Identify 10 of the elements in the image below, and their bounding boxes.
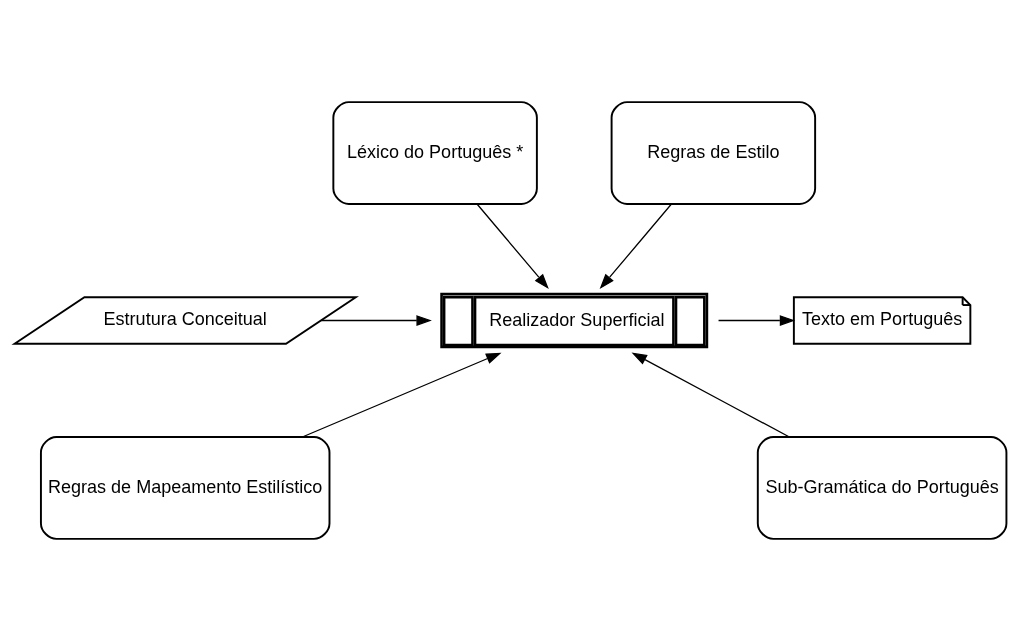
arrow — [631, 351, 790, 438]
arrow — [476, 203, 549, 289]
arrow — [599, 203, 672, 289]
arrow — [301, 352, 501, 438]
node-box: Léxico do Português * — [331, 100, 538, 205]
node-box: Regras de Estilo — [610, 100, 816, 205]
arrow — [320, 314, 432, 326]
arrow — [717, 314, 795, 326]
node-box: Regras de Mapeamento Estilístico — [39, 435, 330, 540]
node-box: Sub-Gramática do Português — [756, 435, 1007, 540]
